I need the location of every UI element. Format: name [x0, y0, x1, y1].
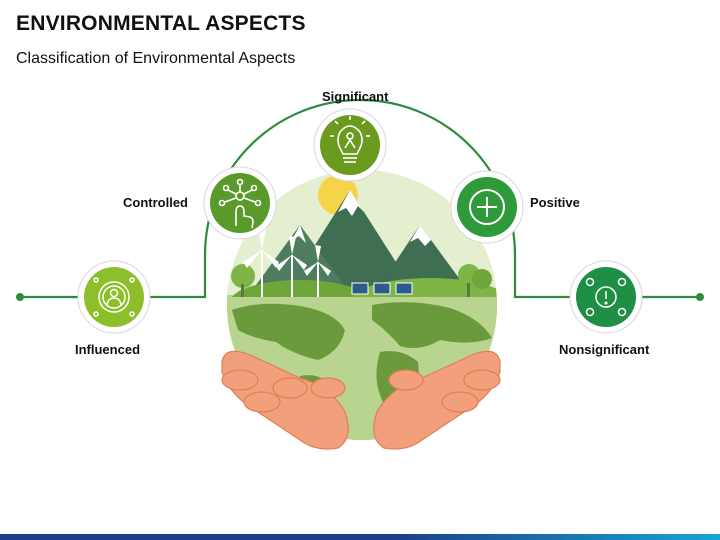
aspect-positive-node [450, 170, 524, 244]
aspect-controlled-label: Controlled [123, 195, 188, 210]
aspect-significant-label: Significant [322, 89, 389, 104]
aspect-positive-label: Positive [530, 195, 580, 210]
aspect-nonsignificant-node [569, 260, 643, 334]
lightbulb-person-icon [330, 116, 370, 163]
aspect-controlled-node [203, 166, 277, 240]
hands-illustration [221, 350, 501, 450]
alert-gears-icon [585, 277, 627, 317]
plus-icon [469, 189, 505, 225]
connector-right-dot [696, 293, 704, 301]
aspect-nonsignificant-label: Nonsignificant [559, 342, 650, 357]
hand-network-icon [218, 178, 262, 229]
globe-illustration [227, 170, 497, 440]
aspect-influenced-node [77, 260, 151, 334]
aspect-significant-node [313, 108, 387, 182]
footer-accent-bar [0, 534, 720, 540]
person-target-icon [93, 277, 135, 317]
slide-subtitle: Classification of Environmental Aspects [16, 50, 296, 67]
connector-left-dot [16, 293, 24, 301]
aspect-influenced-label: Influenced [75, 342, 141, 357]
slide-title: ENVIRONMENTAL ASPECTS [16, 12, 306, 35]
